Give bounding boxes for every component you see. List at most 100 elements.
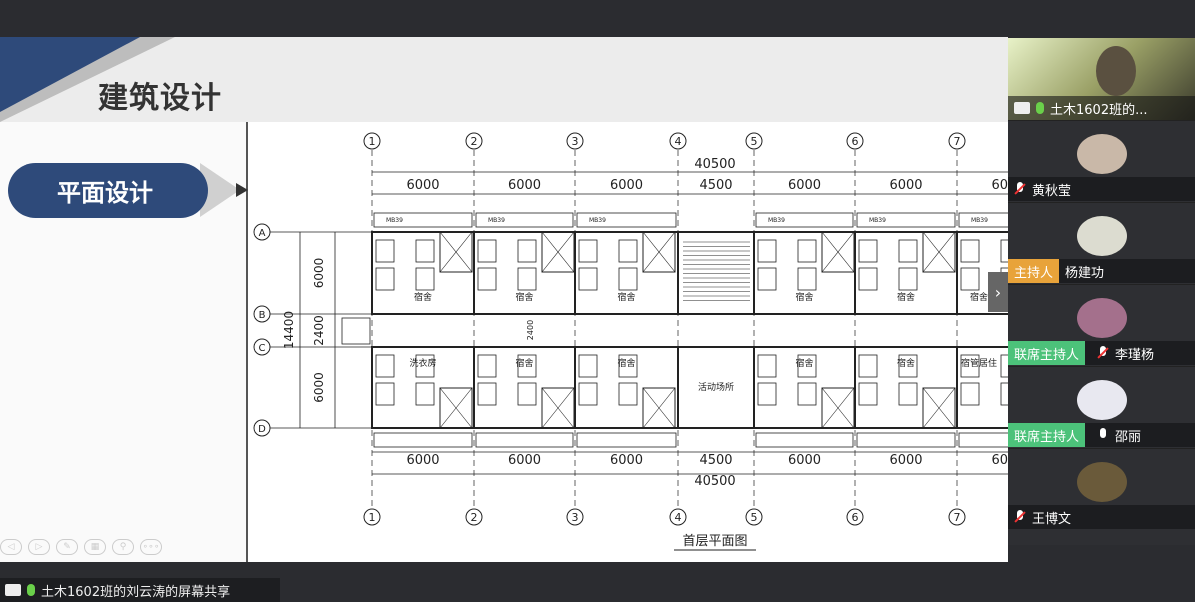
bathroom (439, 231, 473, 273)
bed (375, 239, 395, 263)
bed (477, 382, 497, 406)
window-label: MB39 (488, 217, 505, 224)
pen-button[interactable]: ✎ (56, 539, 78, 555)
room-label: 宿舍 (515, 291, 533, 303)
bay-dimension: 6000 (991, 453, 1008, 468)
shower (541, 231, 575, 273)
bed (858, 267, 878, 291)
bed (960, 267, 980, 291)
participant-tile[interactable]: 联席主持人李瑾杨 (1008, 284, 1195, 366)
row-dimension: 6000 (312, 372, 326, 403)
bed (415, 239, 435, 263)
shower (642, 231, 676, 273)
bed (477, 239, 497, 263)
bed (960, 382, 980, 406)
bathroom (642, 387, 676, 429)
axis-bubble (253, 223, 271, 241)
axis-bubble (253, 305, 271, 323)
axis-bubble (948, 132, 966, 150)
axis-bubble (948, 508, 966, 526)
bed (1000, 382, 1008, 406)
shower (821, 231, 855, 273)
row-dimension: 6000 (312, 258, 326, 289)
bed (618, 354, 638, 378)
bay-dimension: 6000 (406, 178, 439, 193)
axis-bubble (566, 508, 584, 526)
bay-dimension: 6000 (889, 453, 922, 468)
room-label: 洗衣房 (409, 357, 436, 369)
mic-muted-icon (1014, 510, 1026, 524)
axis-label: 3 (572, 511, 579, 524)
slides-button[interactable]: ▦ (84, 539, 106, 555)
shower (922, 231, 956, 273)
bathroom (922, 231, 956, 273)
room-label: 宿管居住 (961, 357, 997, 369)
next-slide-button[interactable]: ▷ (28, 539, 50, 555)
next-page-button[interactable]: › (988, 272, 1008, 312)
more-button[interactable]: ∘∘∘ (140, 539, 162, 555)
mic-icon (1036, 102, 1044, 114)
balcony (958, 212, 1008, 228)
slide-title: 建筑设计 (98, 81, 222, 116)
bed (578, 382, 598, 406)
bed (858, 382, 878, 406)
bathroom (439, 387, 473, 429)
axis-bubble (566, 132, 584, 150)
axis-bubble (745, 132, 763, 150)
bed (797, 239, 817, 263)
bed (517, 382, 537, 406)
balcony (576, 432, 677, 448)
participant-namebar: 主持人杨建功 (1008, 259, 1195, 283)
axis-label: A (259, 228, 266, 239)
bed (578, 267, 598, 291)
balcony (475, 212, 574, 228)
screen-share-indicator: 土木1602班的刘云涛的屏幕共享 (0, 578, 280, 602)
bay-dimension: 6000 (610, 178, 643, 193)
bed (757, 382, 777, 406)
room-label: 宿舍 (617, 357, 635, 369)
bay-dimension: 4500 (699, 178, 732, 193)
participant-tile[interactable]: 联席主持人邵丽 (1008, 366, 1195, 448)
bed (477, 267, 497, 291)
shower (922, 387, 956, 429)
bed (757, 267, 777, 291)
axis-label: 5 (751, 511, 758, 524)
axis-label: 2 (471, 511, 478, 524)
axis-label: 4 (675, 511, 682, 524)
participant-tile[interactable]: 主持人杨建功 (1008, 202, 1195, 284)
prev-slide-button[interactable]: ◁ (0, 539, 22, 555)
avatar (1077, 298, 1127, 338)
participant-name: 黄秋莹 (1032, 183, 1072, 199)
corridor-dimension: 2400 (526, 320, 535, 340)
bed (375, 354, 395, 378)
bay-dimension: 6000 (788, 178, 821, 193)
shower (821, 387, 855, 429)
bed (415, 267, 435, 291)
participant-tile[interactable]: 王博文 (1008, 448, 1195, 530)
room (956, 231, 1008, 315)
row-dimension: 2400 (312, 315, 326, 346)
axis-bubble (669, 132, 687, 150)
role-badge: 联席主持人 (1008, 423, 1086, 447)
room-label: 宿舍 (795, 357, 813, 369)
video-tile[interactable]: 土木1602班的... (1008, 38, 1195, 120)
bed (898, 382, 918, 406)
room-label: 宿舍 (897, 291, 915, 303)
balcony (856, 212, 956, 228)
axis-label: 7 (954, 135, 961, 148)
mic-muted-icon (1014, 182, 1026, 196)
axis-label: 5 (751, 135, 758, 148)
axis-label: D (258, 424, 266, 435)
bed (757, 239, 777, 263)
shower (439, 387, 473, 429)
bed (757, 354, 777, 378)
floor-plan-svg: 11223344556677ABCD405004050060006000MB39… (253, 132, 1008, 551)
balcony (373, 212, 473, 228)
total-length-dim: 40500 (694, 474, 735, 489)
axis-label: B (259, 310, 266, 321)
participant-tile[interactable]: 黄秋莹 (1008, 120, 1195, 202)
pencil-point (236, 183, 248, 197)
zoom-button[interactable]: ⚲ (112, 539, 134, 555)
